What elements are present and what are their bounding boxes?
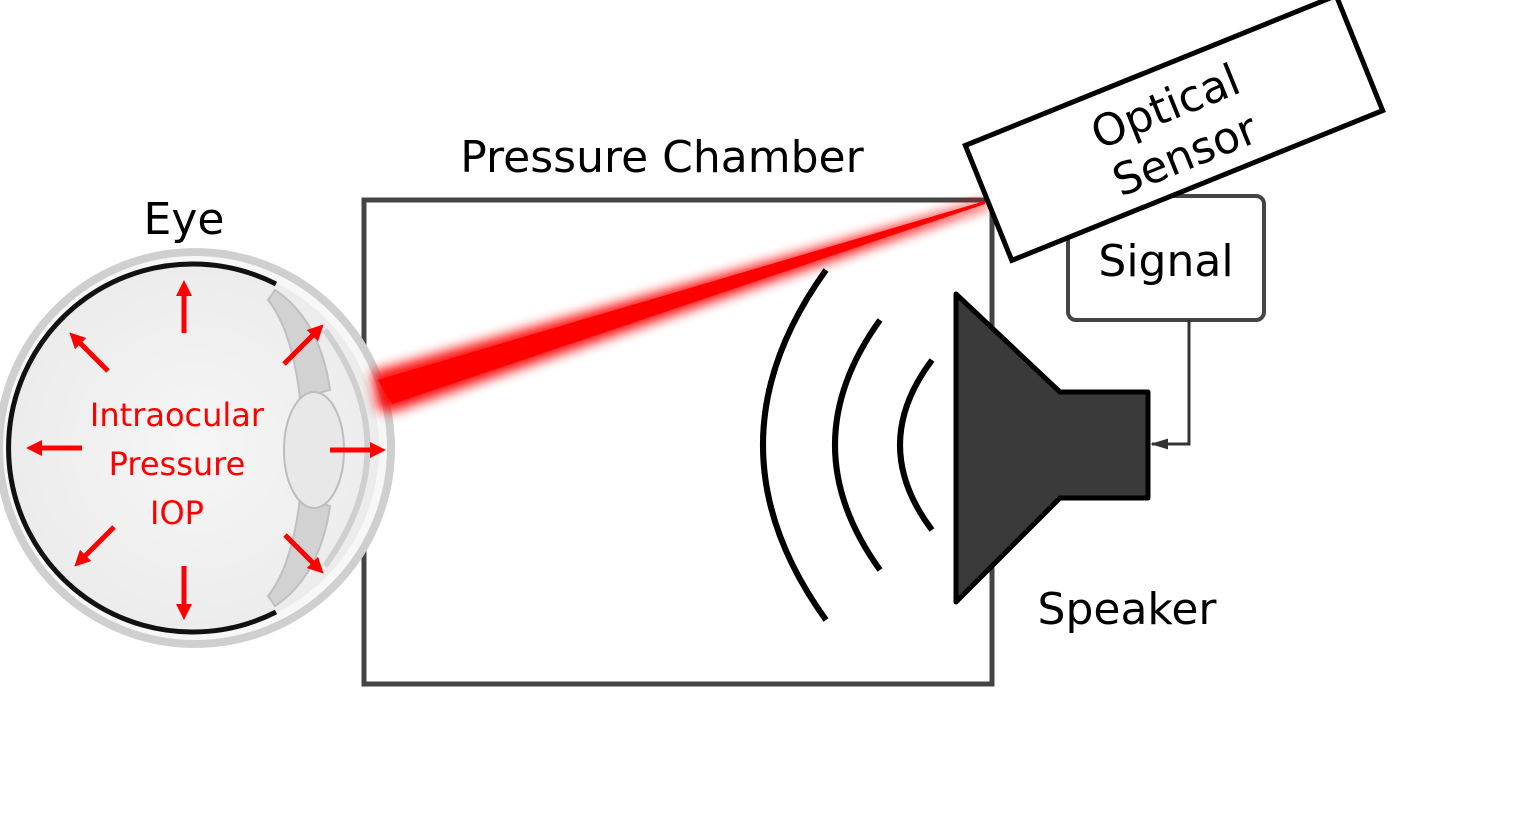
iop-label-line1: Intraocular xyxy=(90,396,265,434)
signal-wire xyxy=(1150,320,1191,450)
laser-beam-core xyxy=(378,201,985,404)
arrow-down-right-icon xyxy=(283,533,324,574)
arrow-down-left-icon xyxy=(74,525,116,567)
optical-sensor: Optical Sensor xyxy=(962,0,1386,264)
sound-wave-middle xyxy=(832,318,883,572)
eye-retina-edge xyxy=(6,261,278,635)
sound-wave-outer xyxy=(760,268,829,622)
speaker-label: Speaker xyxy=(1038,584,1218,635)
eye-label: Eye xyxy=(144,194,225,245)
optical-sensor-box xyxy=(962,0,1386,264)
sound-wave-inner xyxy=(897,358,935,532)
signal-label: Signal xyxy=(1098,236,1233,287)
arrow-up-left-icon xyxy=(69,332,110,373)
arrow-up-right-icon xyxy=(282,324,324,366)
sound-waves-icon xyxy=(760,268,935,622)
iop-label-line3: IOP xyxy=(150,494,204,532)
pressure-chamber-label: Pressure Chamber xyxy=(460,132,864,183)
speaker-icon xyxy=(953,291,1151,605)
pressure-arrows xyxy=(25,279,387,621)
iop-label-line2: Pressure xyxy=(109,445,246,483)
